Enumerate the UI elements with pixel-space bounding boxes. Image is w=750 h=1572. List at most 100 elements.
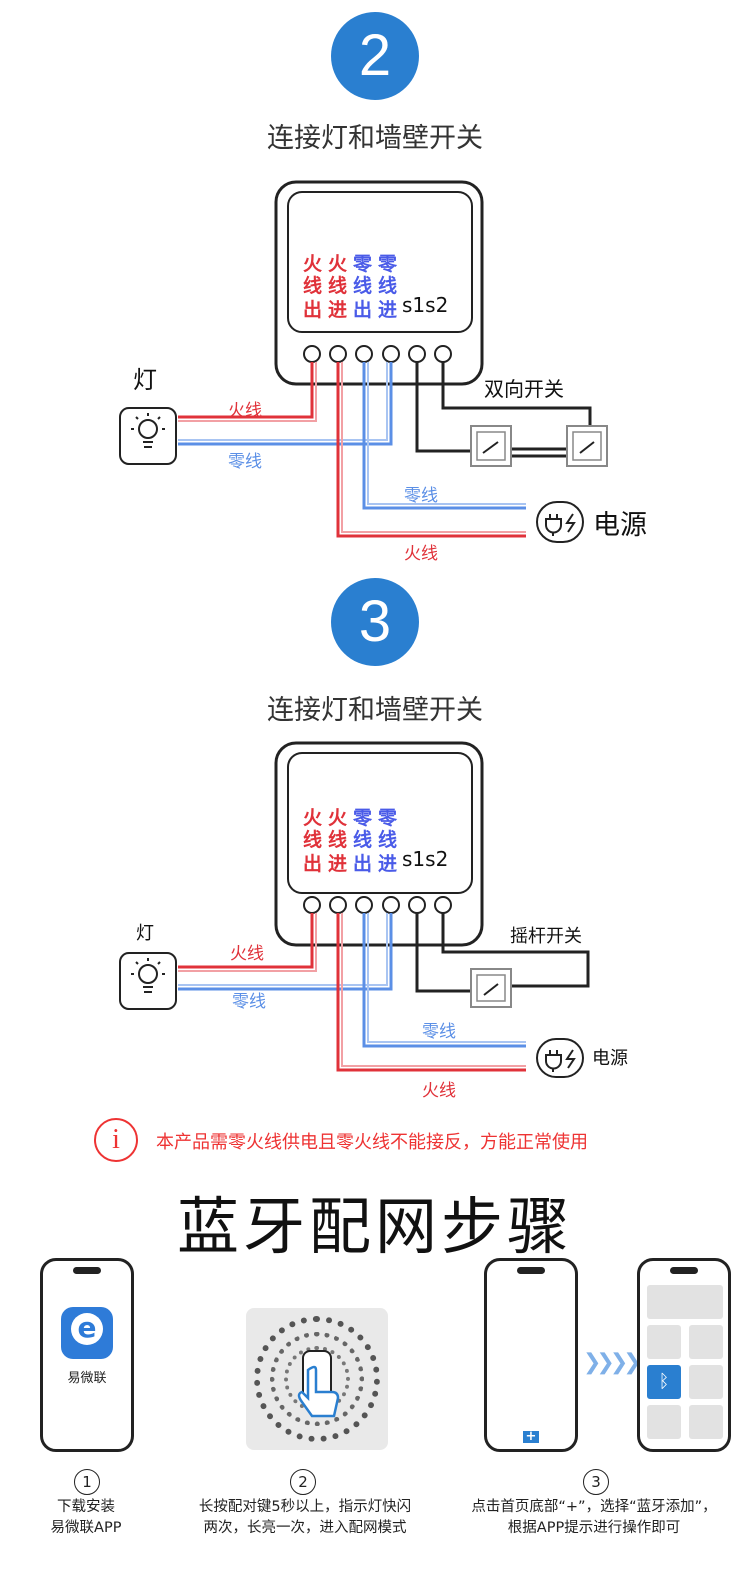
plug-icon <box>545 513 576 536</box>
wire-label-neutral-power: 零线 <box>404 486 438 506</box>
bluetooth-title: 蓝牙配网步骤 <box>176 1190 573 1263</box>
wire-label-neutral-power: 零线 <box>422 1022 456 1042</box>
terminal-label-s1s2: s1s2 <box>402 847 448 871</box>
terminal-screw <box>303 345 321 363</box>
power-label: 电源 <box>592 1048 628 1069</box>
wire-label-live: 火线 <box>230 944 264 964</box>
terminal-screw <box>329 345 347 363</box>
wire-label-neutral: 零线 <box>228 452 262 472</box>
switch-label: 双向开关 <box>484 377 564 401</box>
terminal-screw <box>408 345 426 363</box>
power-label: 电源 <box>593 510 647 541</box>
section-title: 连接灯和墙壁开关 <box>267 123 483 154</box>
terminal-screw <box>434 896 452 914</box>
wire-s1 <box>415 362 492 453</box>
step-caption: 点击首页底部“+”，选择“蓝牙添加”， 根据APP提示进行操作即可 <box>440 1497 748 1539</box>
wire-live-lamp <box>178 362 314 419</box>
device-panel <box>287 752 473 894</box>
step-caption: 长按配对键5秒以上，指示灯快闪 两次，长亮一次，进入配网模式 <box>172 1497 438 1539</box>
terminal-label: 出 <box>303 852 322 875</box>
terminal-label: 线 <box>353 828 372 851</box>
lamp-box <box>119 407 177 465</box>
terminal-label: 零 <box>377 253 398 275</box>
terminal-screw <box>329 896 347 914</box>
terminal-label: 进 <box>378 853 397 875</box>
caption-line: 长按配对键5秒以上，指示灯快闪 <box>198 1499 412 1515</box>
warning-notice: i 本产品需零火线供电且零火线不能接反，方能正常使用 <box>94 1118 734 1162</box>
terminal-label: 零 <box>352 807 373 829</box>
section-title: 连接灯和墙壁开关 <box>267 695 483 726</box>
terminal-label: 出 <box>303 298 322 321</box>
phone-app-download: e 易微联 <box>40 1258 134 1452</box>
phone-notch <box>517 1267 545 1274</box>
wire-label-live-power: 火线 <box>422 1081 456 1101</box>
caption-line: 根据APP提示进行操作即可 <box>507 1520 681 1536</box>
phone-notch <box>670 1267 698 1274</box>
lamp-label: 灯 <box>133 366 157 394</box>
terminal-screw <box>434 345 452 363</box>
terminal-label: 出 <box>353 298 372 321</box>
caption-line: 下载安装 <box>57 1499 115 1515</box>
app-logo-letter: e <box>71 1313 103 1345</box>
wire-label-neutral: 零线 <box>232 992 266 1012</box>
plus-button: + <box>523 1430 539 1443</box>
step-number-circle: 2 <box>290 1469 316 1495</box>
wire-neutral-power <box>362 362 526 510</box>
terminal-label: 线 <box>353 274 372 297</box>
terminal-label: 线 <box>303 828 322 851</box>
terminal-label: 线 <box>328 274 347 297</box>
wiring-diagram-two-way: 火 线 出 火 线 进 零 线 出 零 线 进 s1s2 <box>119 180 647 564</box>
plug-icon <box>545 1049 576 1072</box>
wire-live-lamp <box>178 913 314 969</box>
finger-press-icon <box>297 1365 340 1418</box>
terminal-label: 火 <box>328 807 348 829</box>
wire-live-power <box>336 362 526 538</box>
device-panel <box>287 191 473 333</box>
wire-label-live-power: 火线 <box>404 544 438 564</box>
ui-tile <box>647 1285 723 1319</box>
ui-tile <box>647 1325 681 1359</box>
lamp-box <box>119 952 177 1010</box>
terminal-label: 进 <box>328 299 347 321</box>
terminal-screw <box>382 345 400 363</box>
lightbulb-icon <box>131 413 165 448</box>
warning-text: 本产品需零火线供电且零火线不能接反，方能正常使用 <box>156 1132 588 1153</box>
terminal-label: 火 <box>303 253 323 275</box>
terminal-label: 零 <box>352 253 373 275</box>
caption-line: 两次，长亮一次，进入配网模式 <box>203 1520 407 1536</box>
terminal-label: 进 <box>328 853 347 875</box>
terminal-screw <box>408 896 426 914</box>
ui-tile <box>689 1405 723 1439</box>
bluetooth-icon: ᛒ <box>647 1365 681 1399</box>
step-number-badge: 3 <box>331 578 419 666</box>
caption-line: 点击首页底部“+”，选择“蓝牙添加”， <box>471 1499 717 1515</box>
terminal-label: 线 <box>328 828 347 851</box>
terminal-screw <box>355 896 373 914</box>
phone-home-add: + <box>484 1258 578 1452</box>
app-icon: e <box>61 1307 113 1359</box>
wire-s2 <box>441 913 590 988</box>
terminal-screw <box>303 896 321 914</box>
terminal-label: 出 <box>353 852 372 875</box>
phone-bluetooth-add: ᛒ <box>637 1258 731 1452</box>
terminal-label: 线 <box>378 828 397 851</box>
terminal-screw <box>382 896 400 914</box>
step-number-badge: 2 <box>331 12 419 100</box>
terminal-label: 零 <box>377 807 398 829</box>
terminal-label: 火 <box>328 253 348 275</box>
ui-tile <box>689 1365 723 1399</box>
app-name: 易微联 <box>67 1371 107 1386</box>
step-number-circle: 3 <box>583 1469 609 1495</box>
wiring-diagram-rocker: 火 线 出 火 线 进 零 线 出 零 线 进 s1s2 <box>119 741 628 1101</box>
terminal-screw <box>355 345 373 363</box>
lamp-label: 灯 <box>136 923 154 944</box>
arrow-chevrons-icon: ❯❯❯❯ <box>583 1350 642 1375</box>
wire-live-power <box>336 913 526 1072</box>
terminal-label: 进 <box>378 299 397 321</box>
step-number-circle: 1 <box>74 1469 100 1495</box>
wire-neutral-power <box>362 913 526 1048</box>
wire-label-live: 火线 <box>228 401 262 421</box>
wire-neutral-lamp <box>178 913 393 991</box>
info-icon: i <box>94 1118 138 1162</box>
lightbulb-icon <box>131 958 165 993</box>
